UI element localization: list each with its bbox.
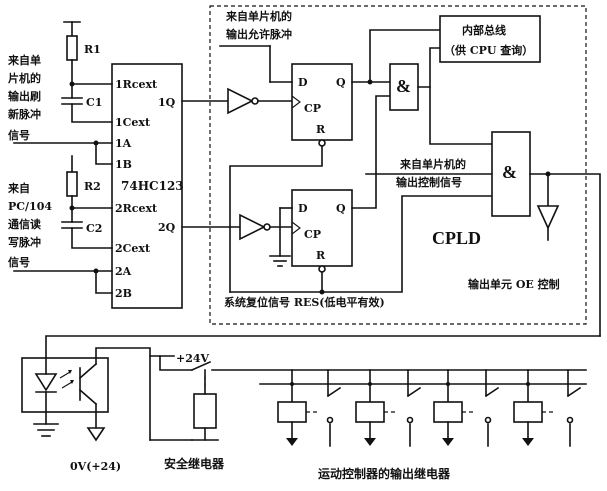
resistor-r2 — [66, 171, 78, 197]
safety-relay-coil — [193, 393, 217, 429]
svg-text:来自: 来自 — [7, 181, 30, 195]
ff1-r: R — [316, 123, 326, 136]
label-r2: R2 — [84, 180, 101, 193]
pin-2q: 2Q — [158, 221, 176, 234]
cpld-label: CPLD — [432, 228, 481, 248]
label-refresh-signal: 来自单 片机的 输出刷 新脉冲 信号 — [7, 53, 41, 142]
output-relay-2 — [355, 369, 422, 447]
ic-74hc123 — [111, 63, 183, 309]
label-allow-pulse: 来自单片机的 输出允许脉冲 — [225, 9, 292, 41]
svg-text:信号: 信号 — [8, 255, 30, 269]
label-reset: 系统复位信号 RES(低电平有效) — [224, 295, 385, 309]
svg-text:&: & — [502, 162, 517, 182]
svg-text:PC/104: PC/104 — [8, 200, 52, 213]
svg-text:输出控制信号: 输出控制信号 — [396, 175, 462, 189]
svg-text:&: & — [396, 76, 411, 96]
ff2-d: D — [298, 202, 308, 215]
pin-2rcext: 2Rcext — [115, 202, 158, 215]
ff1-cp: CP — [304, 102, 321, 115]
pin-2b: 2B — [115, 287, 132, 300]
svg-text:片机的: 片机的 — [8, 71, 41, 85]
label-output-relays: 运动控制器的输出继电器 — [318, 466, 451, 481]
output-relay-4 — [513, 369, 582, 447]
flip-flop-1 — [291, 63, 353, 141]
pin-1q: 1Q — [158, 96, 176, 109]
ic-name: 74HC123 — [121, 179, 184, 193]
ff1-q: Q — [336, 76, 346, 89]
pin-1cext: 1Cext — [115, 116, 151, 129]
oe-buffer — [536, 205, 560, 230]
label-pc104-signal: 来自 PC/104 通信读 写脉冲 信号 — [7, 181, 52, 269]
label-c2: C2 — [86, 222, 102, 235]
label-oe-control: 输出单元 OE 控制 — [468, 277, 560, 291]
flip-flop-2 — [291, 189, 353, 267]
ff1-d: D — [298, 76, 308, 89]
bus-sublabel: （供 CPU 查询） — [444, 43, 533, 57]
bus-label: 内部总线 — [462, 23, 506, 37]
label-c1: C1 — [86, 96, 102, 109]
label-0v: 0V(+24) — [70, 460, 121, 473]
svg-text:输出刷: 输出刷 — [8, 89, 41, 103]
pin-2a: 2A — [115, 265, 132, 278]
internal-bus — [439, 15, 541, 63]
ff2-q: Q — [336, 202, 346, 215]
svg-text:新脉冲: 新脉冲 — [8, 107, 41, 121]
label-r1: R1 — [84, 43, 101, 56]
pin-1rcext: 1Rcext — [115, 78, 158, 91]
and-gate-2 — [491, 131, 531, 217]
pin-1b: 1B — [115, 158, 132, 171]
svg-text:通信读: 通信读 — [8, 217, 41, 231]
inverter-2 — [239, 213, 266, 241]
svg-text:来自单: 来自单 — [7, 53, 41, 67]
svg-text:来自单片机的: 来自单片机的 — [399, 157, 466, 171]
cpld-boundary — [209, 5, 587, 325]
pin-2cext: 2Cext — [115, 242, 151, 255]
svg-text:信号: 信号 — [8, 128, 30, 142]
output-relay-1 — [277, 369, 342, 447]
label-24v: +24V — [176, 352, 210, 365]
ff2-r: R — [316, 249, 326, 262]
pin-1a: 1A — [115, 137, 132, 150]
svg-text:输出允许脉冲: 输出允许脉冲 — [226, 27, 292, 41]
inverter-1 — [227, 87, 254, 115]
ff2-cp: CP — [304, 228, 321, 241]
output-relay-3 — [433, 369, 500, 447]
ground-arrow-icon — [86, 427, 106, 442]
label-control-signal: 来自单片机的 输出控制信号 — [396, 157, 466, 189]
svg-text:来自单片机的: 来自单片机的 — [225, 9, 292, 23]
svg-text:写脉冲: 写脉冲 — [8, 235, 41, 249]
resistor-r1 — [66, 35, 78, 61]
label-safety-relay: 安全继电器 — [164, 456, 225, 471]
